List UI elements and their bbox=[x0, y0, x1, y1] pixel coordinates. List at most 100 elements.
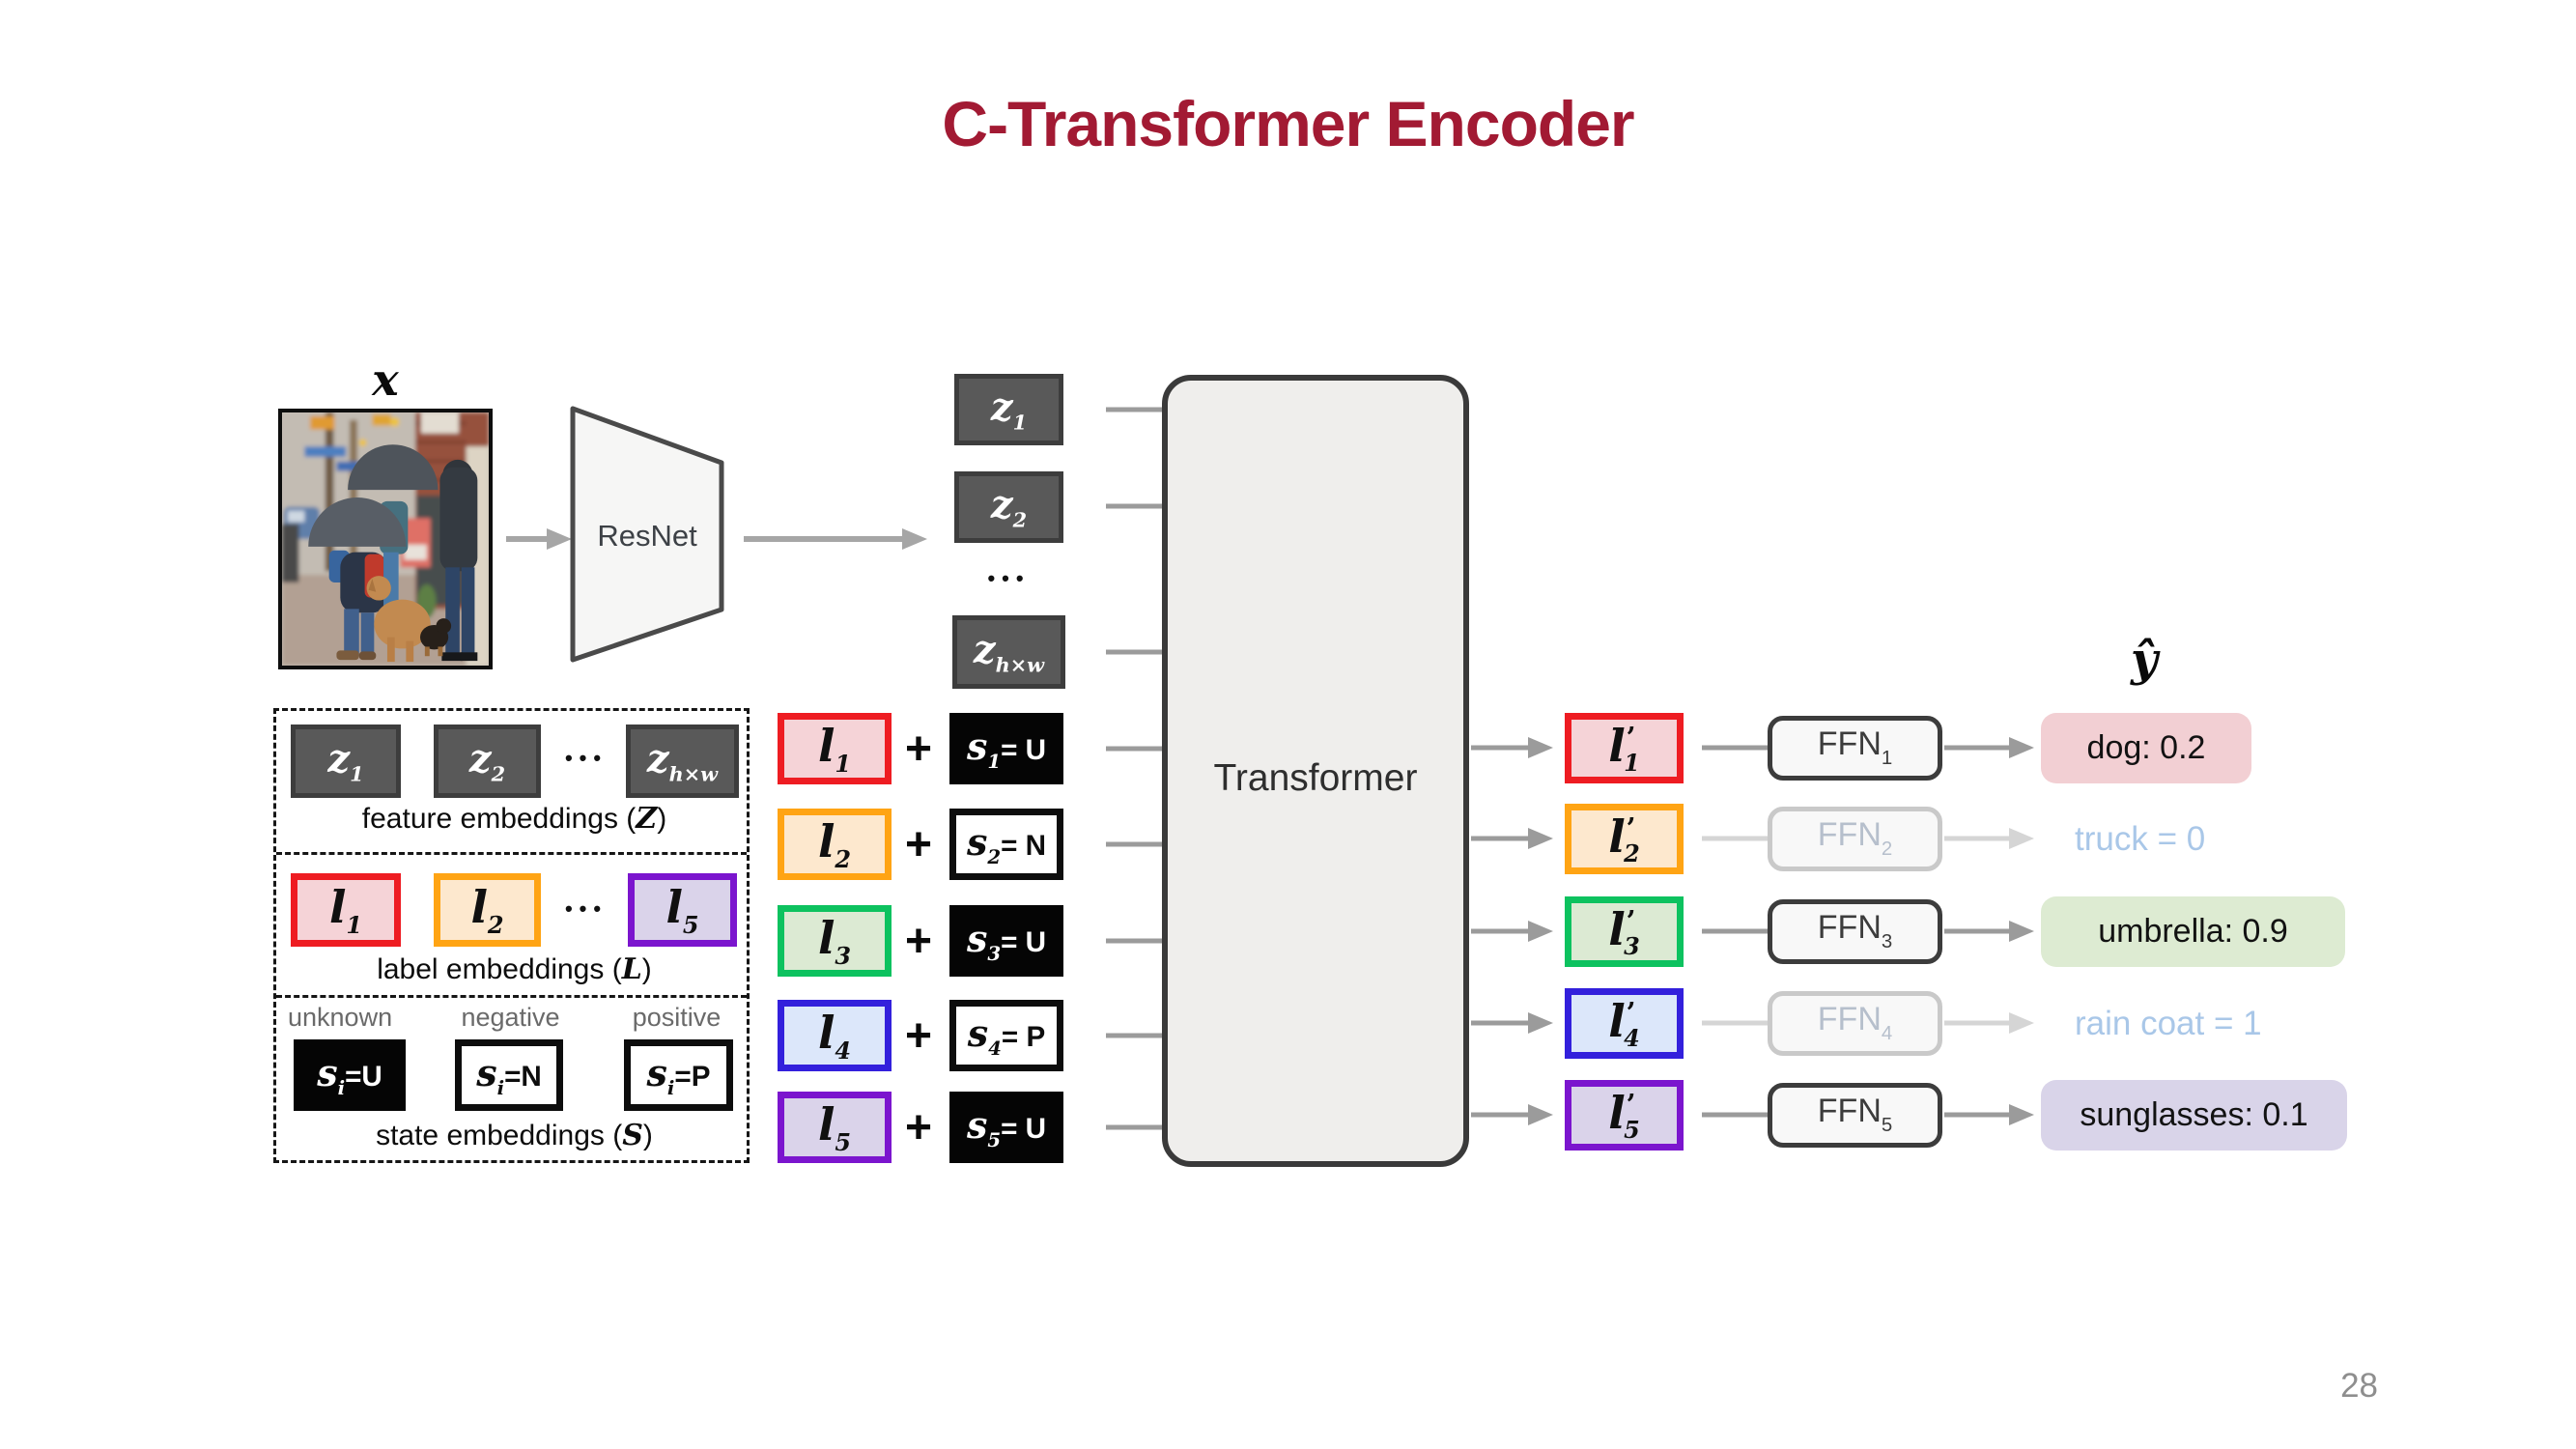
result-raincoat: rain coat = 1 bbox=[2075, 1005, 2262, 1042]
legend-l1-token: l1 bbox=[291, 873, 401, 947]
l5-input-token: l5 bbox=[778, 1092, 892, 1163]
state-embeddings-caption: state embeddings (S) bbox=[276, 1119, 752, 1152]
transformer-label: Transformer bbox=[1213, 757, 1418, 799]
legend-l2-base: l bbox=[470, 881, 488, 934]
s4-eq: = P bbox=[1001, 1021, 1046, 1054]
s5-sub: 5 bbox=[987, 1127, 1002, 1151]
lprime-to-ffn-lines bbox=[1702, 745, 1770, 1118]
l4-out-base: l bbox=[1608, 994, 1626, 1047]
label-caption-var: L bbox=[621, 952, 642, 986]
zhw-sub: h×w bbox=[995, 652, 1045, 677]
l5-out-prime: ’ bbox=[1626, 1088, 1636, 1122]
legend-sn-eq: =N bbox=[504, 1061, 542, 1094]
photo-foreground bbox=[308, 444, 478, 663]
legend-sp-base: s bbox=[646, 1051, 667, 1095]
l4-input-token: l4 bbox=[778, 1000, 892, 1071]
ffn4-block: FFN4 bbox=[1768, 991, 1942, 1056]
legend-zhw-token: zh×w bbox=[626, 724, 739, 798]
zhw-base: z bbox=[973, 627, 996, 673]
z1-sub: 1 bbox=[1012, 410, 1028, 435]
legend-sp-eq: =P bbox=[674, 1061, 711, 1094]
l4-base: l bbox=[817, 1007, 835, 1060]
legend-l2-token: l2 bbox=[434, 873, 541, 947]
l5-out-base: l bbox=[1608, 1086, 1626, 1139]
resnet-to-features-arrow bbox=[744, 528, 927, 550]
l4-out-prime: ’ bbox=[1626, 996, 1636, 1030]
legend-sp-sub: i bbox=[666, 1075, 675, 1099]
resnet-label: ResNet bbox=[597, 519, 697, 553]
s3-sub: 3 bbox=[987, 941, 1002, 965]
z1-base: z bbox=[990, 384, 1013, 431]
embeddings-legend: z1 z2 ••• zh×w feature embeddings (Z) l1… bbox=[273, 708, 750, 1163]
l1-sub: 1 bbox=[835, 750, 852, 778]
feature-caption-post: ) bbox=[657, 803, 667, 835]
z2-base: z bbox=[990, 482, 1013, 528]
ffn5-sub: 5 bbox=[1881, 1115, 1893, 1137]
l1-base: l bbox=[817, 720, 835, 773]
result-dog: dog: 0.2 bbox=[2041, 713, 2251, 783]
l5-sub: 5 bbox=[835, 1128, 852, 1156]
z2-token: z2 bbox=[954, 471, 1063, 543]
s5-state-token: s5= U bbox=[949, 1092, 1063, 1163]
legend-su-sub: i bbox=[337, 1075, 346, 1099]
legend-z-ellipsis: ••• bbox=[564, 746, 609, 770]
l2-sub: 2 bbox=[835, 845, 852, 873]
legend-l5-base: l bbox=[665, 881, 683, 934]
state-header-positive: positive bbox=[632, 1003, 722, 1032]
s4-state-token: s4= P bbox=[949, 1000, 1063, 1071]
legend-l-ellipsis: ••• bbox=[564, 896, 609, 921]
legend-divider-2 bbox=[276, 995, 747, 998]
legend-l1-sub: 1 bbox=[346, 911, 363, 939]
label-embeddings-caption: label embeddings (L) bbox=[276, 952, 752, 986]
feature-embeddings-caption: feature embeddings (Z) bbox=[276, 802, 752, 836]
ffn2-sub: 2 bbox=[1881, 838, 1893, 861]
s1-state-token: s1= U bbox=[949, 713, 1063, 784]
s2-state-token: s2= N bbox=[949, 809, 1063, 880]
s3-state-token: s3= U bbox=[949, 905, 1063, 977]
label-caption-pre: label embeddings ( bbox=[377, 953, 622, 985]
page-number: 28 bbox=[2340, 1367, 2378, 1405]
plus-sign-3: + bbox=[904, 915, 933, 967]
s3-base: s bbox=[966, 917, 988, 961]
legend-sn-base: s bbox=[476, 1051, 497, 1095]
label-input-lines bbox=[1106, 746, 1166, 1130]
result-umbrella: umbrella: 0.9 bbox=[2041, 896, 2345, 967]
l1-output-token: l’1 bbox=[1565, 713, 1684, 783]
feature-caption-var: Z bbox=[636, 802, 658, 836]
transformer-output-arrows bbox=[1471, 737, 1553, 1125]
l5-out-sub: 5 bbox=[1624, 1117, 1640, 1145]
l3-out-base: l bbox=[1608, 902, 1626, 955]
state-header-negative: negative bbox=[461, 1003, 560, 1032]
s2-base: s bbox=[966, 820, 988, 865]
legend-zhw-sub: h×w bbox=[668, 761, 719, 786]
legend-l2-sub: 2 bbox=[487, 911, 504, 939]
input-label-x: x bbox=[372, 354, 399, 406]
ffn1-block: FFN1 bbox=[1768, 716, 1942, 781]
s4-base: s bbox=[967, 1011, 989, 1056]
l3-out-sub: 3 bbox=[1624, 933, 1640, 961]
ffn2-block: FFN2 bbox=[1768, 807, 1942, 871]
ffn-to-result-arrows bbox=[1944, 737, 2034, 1125]
l3-sub: 3 bbox=[835, 942, 852, 970]
legend-sn-sub: i bbox=[496, 1075, 505, 1099]
plus-sign-4: + bbox=[904, 1009, 933, 1062]
s2-eq: = N bbox=[1001, 830, 1047, 863]
s5-base: s bbox=[966, 1103, 988, 1148]
legend-state-negative-token: si=N bbox=[455, 1039, 563, 1111]
legend-state-unknown-token: si=U bbox=[294, 1039, 406, 1111]
z1-token: z1 bbox=[954, 374, 1063, 445]
l1-out-base: l bbox=[1608, 719, 1626, 772]
legend-z2-token: z2 bbox=[434, 724, 541, 798]
l3-input-token: l3 bbox=[778, 905, 892, 977]
ffn3-sub: 3 bbox=[1881, 931, 1893, 953]
s1-eq: = U bbox=[1001, 734, 1047, 767]
zhw-token: zh×w bbox=[952, 615, 1065, 689]
plus-sign-2: + bbox=[904, 818, 933, 870]
page-title: C-Transformer Encoder bbox=[942, 88, 1634, 159]
result-truck: truck = 0 bbox=[2075, 820, 2206, 858]
legend-l1-base: l bbox=[328, 881, 347, 934]
plus-sign-5: + bbox=[904, 1101, 933, 1153]
input-photo bbox=[278, 409, 493, 669]
legend-l5-sub: 5 bbox=[682, 911, 699, 939]
